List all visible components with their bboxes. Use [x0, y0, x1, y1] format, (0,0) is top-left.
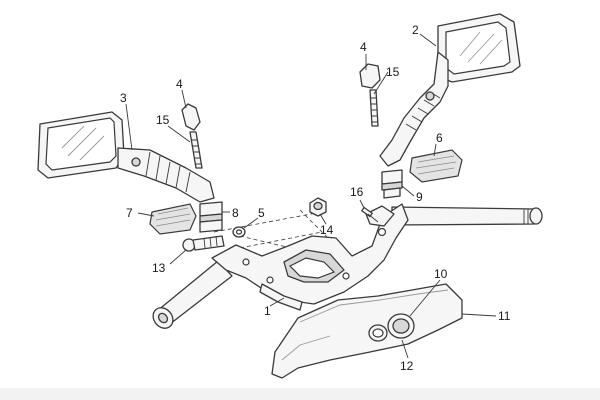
- right-cap: [359, 63, 381, 89]
- bottom-strip: [0, 388, 600, 400]
- small-screw: [361, 206, 379, 223]
- callout-7: 7: [126, 206, 133, 220]
- callout-15-left: 15: [156, 113, 170, 127]
- clamp-nut: [309, 197, 327, 217]
- right-spacer-stack: [381, 169, 403, 199]
- mirror-bolt: [182, 235, 225, 252]
- callout-11: 11: [498, 309, 511, 323]
- callout-15-right: 15: [386, 65, 400, 79]
- left-pad: [149, 203, 197, 235]
- callout-4-left: 4: [176, 77, 183, 91]
- callout-2: 2: [412, 23, 419, 37]
- callout-16: 16: [350, 185, 364, 199]
- callout-9: 9: [416, 190, 423, 204]
- callout-13: 13: [152, 261, 166, 275]
- right-mirror: [379, 13, 521, 167]
- left-cap: [181, 103, 201, 131]
- left-stud: [189, 131, 203, 169]
- washer: [232, 226, 246, 238]
- callout-14: 14: [320, 223, 334, 237]
- callout-1: 1: [264, 304, 271, 318]
- callout-3: 3: [120, 91, 127, 105]
- callout-12: 12: [400, 359, 414, 373]
- right-stud: [369, 89, 379, 127]
- left-mirror: [37, 111, 215, 203]
- handlebar-left-tube: [152, 260, 233, 329]
- leader-lines: [125, 33, 497, 359]
- left-spacer-stack: [199, 201, 223, 233]
- callout-4-right: 4: [360, 40, 367, 54]
- callout-5: 5: [258, 206, 265, 220]
- handlebar-frame: [211, 203, 409, 311]
- callout-6: 6: [436, 131, 443, 145]
- handlebar-right-tube: [391, 206, 543, 226]
- callout-10: 10: [434, 267, 448, 281]
- cover-plug-small: [368, 324, 388, 342]
- handlebar-cover: [271, 283, 463, 379]
- right-pad: [409, 149, 463, 183]
- callout-8: 8: [232, 206, 239, 220]
- cover-plug-large: [387, 313, 415, 339]
